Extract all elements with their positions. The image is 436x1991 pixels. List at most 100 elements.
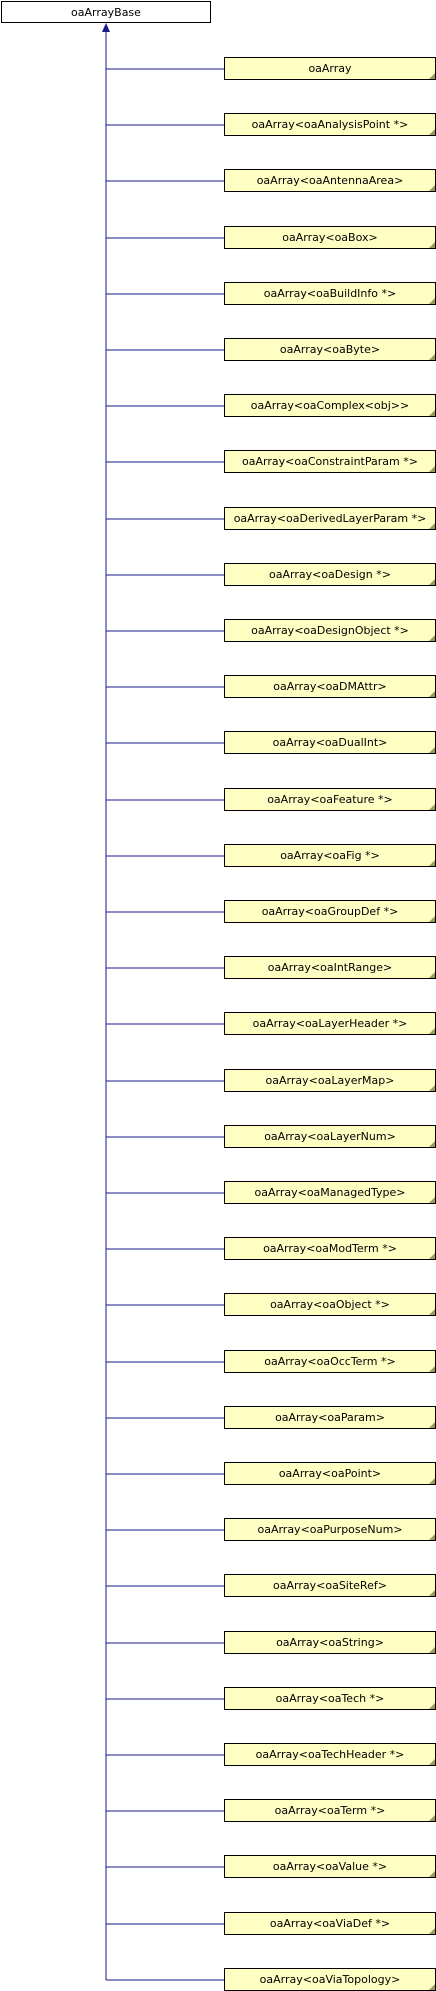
derived-class-node[interactable]: oaArray<oaPoint> [224, 1462, 436, 1485]
folded-corner-icon [429, 1984, 435, 1990]
derived-class-node[interactable]: oaArray<oaDualInt> [224, 731, 436, 754]
derived-class-node[interactable]: oaArray<oaPurposeNum> [224, 1518, 436, 1541]
derived-class-node[interactable]: oaArray<oaViaTopology> [224, 1968, 436, 1991]
folded-corner-icon [429, 185, 435, 191]
derived-class-label: oaArray<oaBuildInfo *> [263, 287, 397, 300]
inheritance-arrowhead [102, 23, 110, 32]
derived-class-label: oaArray<oaTechHeader *> [255, 1748, 405, 1761]
derived-class-label: oaArray<oaPurposeNum> [257, 1523, 403, 1536]
derived-class-label: oaArray<oaAntennaArea> [256, 174, 404, 187]
derived-class-label: oaArray<oaViaTopology> [259, 1973, 401, 1986]
derived-class-label: oaArray<oaManagedType> [254, 1186, 406, 1199]
derived-class-label: oaArray<oaString> [276, 1636, 384, 1649]
derived-class-node[interactable]: oaArray<oaBuildInfo *> [224, 282, 436, 305]
derived-class-node[interactable]: oaArray<oaTechHeader *> [224, 1743, 436, 1766]
derived-class-label: oaArray<oaComplex<obj>> [250, 399, 410, 412]
folded-corner-icon [429, 1366, 435, 1372]
derived-class-label: oaArray<oaIntRange> [267, 961, 393, 974]
folded-corner-icon [429, 1478, 435, 1484]
derived-class-label: oaArray<oaViaDef *> [269, 1917, 391, 1930]
base-class-node[interactable]: oaArrayBase [1, 1, 211, 23]
derived-class-node[interactable]: oaArray<oaConstraintParam *> [224, 450, 436, 473]
folded-corner-icon [429, 1422, 435, 1428]
folded-corner-icon [429, 1253, 435, 1259]
derived-class-node[interactable]: oaArray<oaParam> [224, 1406, 436, 1429]
derived-class-label: oaArray<oaValue *> [272, 1860, 388, 1873]
folded-corner-icon [429, 1028, 435, 1034]
derived-class-node[interactable]: oaArray<oaOccTerm *> [224, 1350, 436, 1373]
derived-class-label: oaArray<oaParam> [275, 1411, 385, 1424]
folded-corner-icon [429, 916, 435, 922]
derived-class-label: oaArray<oaFeature *> [267, 793, 393, 806]
derived-class-node[interactable]: oaArray<oaLayerNum> [224, 1125, 436, 1148]
folded-corner-icon [429, 1759, 435, 1765]
derived-class-node[interactable]: oaArray<oaManagedType> [224, 1181, 436, 1204]
derived-class-label: oaArray<oaDesign *> [269, 568, 391, 581]
folded-corner-icon [429, 466, 435, 472]
derived-class-node[interactable]: oaArray<oaDesignObject *> [224, 619, 436, 642]
folded-corner-icon [429, 1871, 435, 1877]
derived-class-label: oaArray<oaDualInt> [272, 736, 388, 749]
derived-class-node[interactable]: oaArray<oaDMAttr> [224, 675, 436, 698]
derived-class-node[interactable]: oaArray<oaComplex<obj>> [224, 394, 436, 417]
derived-class-node[interactable]: oaArray<oaDesign *> [224, 563, 436, 586]
folded-corner-icon [429, 73, 435, 79]
derived-class-node[interactable]: oaArray<oaGroupDef *> [224, 900, 436, 923]
derived-class-node[interactable]: oaArray<oaIntRange> [224, 956, 436, 979]
derived-class-node[interactable]: oaArray<oaBox> [224, 226, 436, 249]
derived-class-node[interactable]: oaArray<oaModTerm *> [224, 1237, 436, 1260]
derived-class-node[interactable]: oaArray<oaSiteRef> [224, 1574, 436, 1597]
derived-class-node[interactable]: oaArray<oaAnalysisPoint *> [224, 113, 436, 136]
folded-corner-icon [429, 1703, 435, 1709]
derived-class-label: oaArray<oaObject *> [270, 1298, 390, 1311]
derived-class-label: oaArray<oaGroupDef *> [261, 905, 399, 918]
derived-class-node[interactable]: oaArray<oaViaDef *> [224, 1912, 436, 1935]
folded-corner-icon [429, 410, 435, 416]
derived-class-node[interactable]: oaArray<oaFeature *> [224, 788, 436, 811]
folded-corner-icon [429, 523, 435, 529]
derived-class-label: oaArray<oaLayerHeader *> [252, 1017, 408, 1030]
folded-corner-icon [429, 579, 435, 585]
derived-class-label: oaArray<oaTech *> [275, 1692, 385, 1705]
derived-class-label: oaArray [308, 62, 352, 75]
folded-corner-icon [429, 129, 435, 135]
folded-corner-icon [429, 1534, 435, 1540]
derived-class-label: oaArray<oaPoint> [278, 1467, 382, 1480]
folded-corner-icon [429, 1197, 435, 1203]
folded-corner-icon [429, 1085, 435, 1091]
derived-class-node[interactable]: oaArray<oaFig *> [224, 844, 436, 867]
folded-corner-icon [429, 804, 435, 810]
derived-class-label: oaArray<oaTerm *> [274, 1804, 386, 1817]
folded-corner-icon [429, 860, 435, 866]
derived-class-node[interactable]: oaArray<oaTech *> [224, 1687, 436, 1710]
folded-corner-icon [429, 1309, 435, 1315]
derived-class-node[interactable]: oaArray<oaLayerHeader *> [224, 1012, 436, 1035]
derived-class-node[interactable]: oaArray<oaObject *> [224, 1293, 436, 1316]
derived-class-node[interactable]: oaArray<oaByte> [224, 338, 436, 361]
derived-class-label: oaArray<oaLayerNum> [264, 1130, 396, 1143]
folded-corner-icon [429, 747, 435, 753]
folded-corner-icon [429, 1141, 435, 1147]
derived-class-label: oaArray<oaFig *> [280, 849, 380, 862]
folded-corner-icon [429, 635, 435, 641]
derived-class-node[interactable]: oaArray<oaLayerMap> [224, 1069, 436, 1092]
folded-corner-icon [429, 972, 435, 978]
derived-class-node[interactable]: oaArray<oaValue *> [224, 1855, 436, 1878]
derived-class-label: oaArray<oaDerivedLayerParam *> [233, 512, 427, 525]
derived-class-label: oaArray<oaDesignObject *> [251, 624, 409, 637]
derived-class-node[interactable]: oaArray<oaString> [224, 1631, 436, 1654]
folded-corner-icon [429, 1647, 435, 1653]
derived-class-label: oaArray<oaDMAttr> [273, 680, 387, 693]
derived-class-label: oaArray<oaLayerMap> [265, 1074, 395, 1087]
derived-class-node[interactable]: oaArray<oaTerm *> [224, 1799, 436, 1822]
derived-class-node[interactable]: oaArray<oaDerivedLayerParam *> [224, 507, 436, 530]
derived-class-label: oaArray<oaSiteRef> [273, 1579, 387, 1592]
derived-class-label: oaArray<oaByte> [279, 343, 381, 356]
derived-class-label: oaArray<oaBox> [282, 231, 378, 244]
folded-corner-icon [429, 354, 435, 360]
folded-corner-icon [429, 242, 435, 248]
derived-class-node[interactable]: oaArray<oaAntennaArea> [224, 169, 436, 192]
folded-corner-icon [429, 691, 435, 697]
derived-class-node[interactable]: oaArray [224, 57, 436, 80]
